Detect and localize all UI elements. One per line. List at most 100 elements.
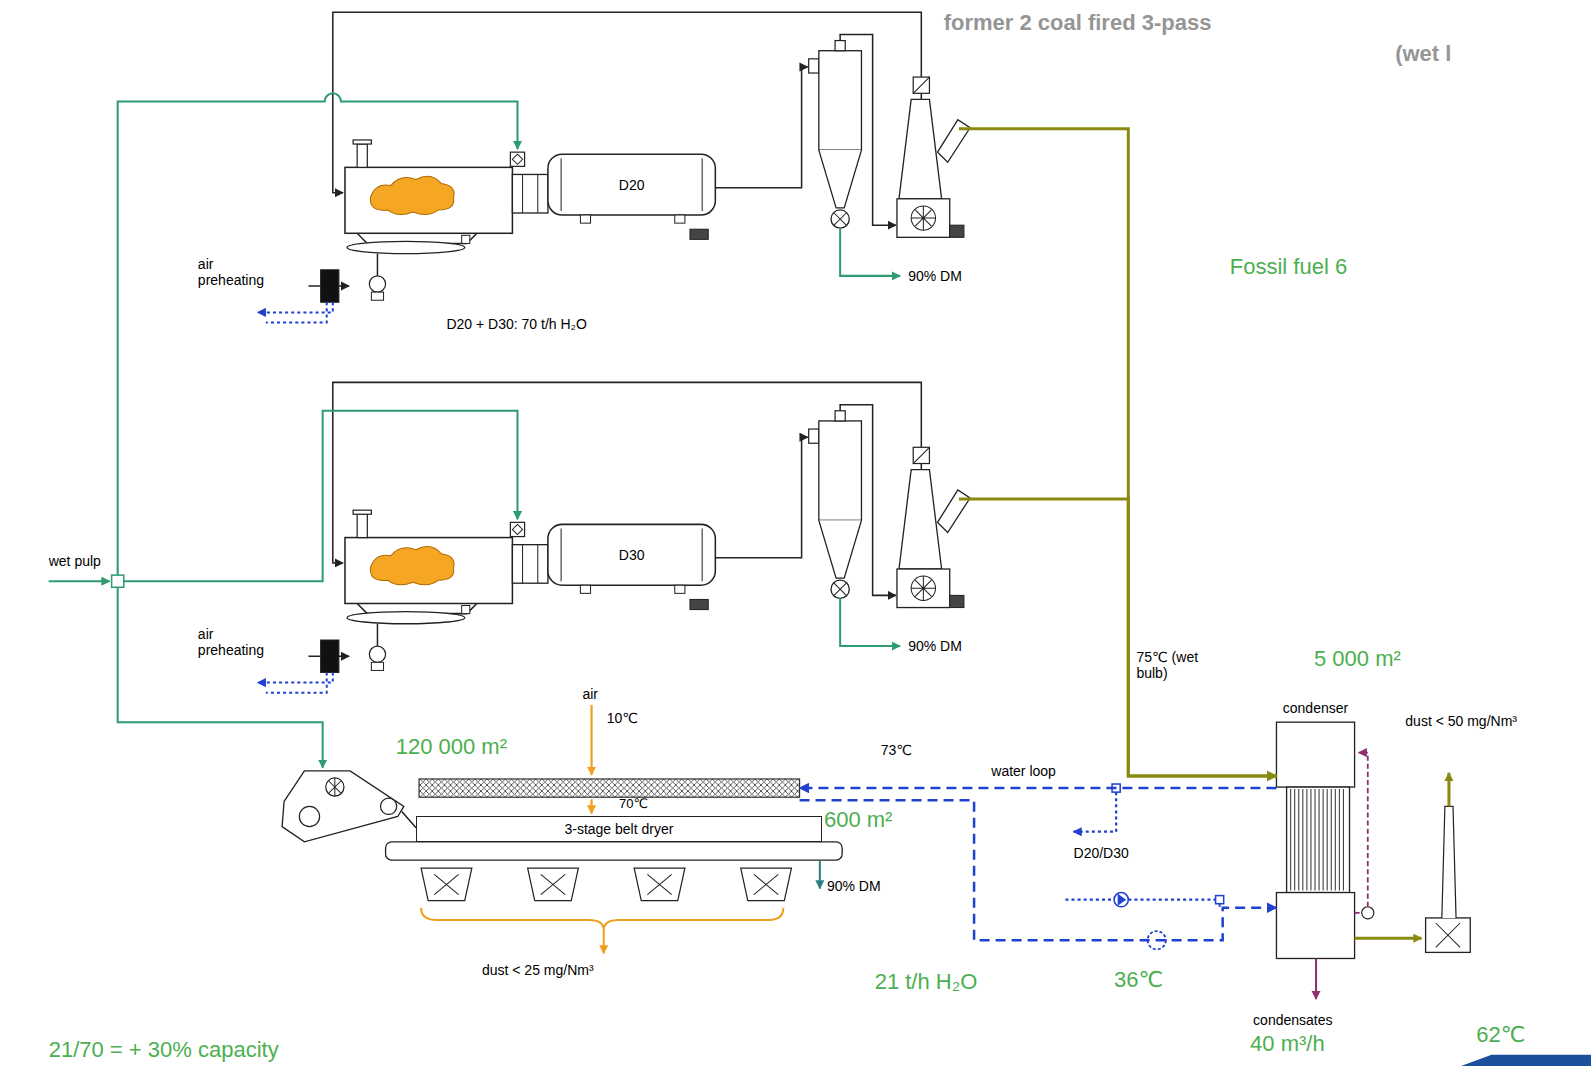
- annotation: 73℃: [881, 742, 912, 758]
- annotation: D20/D30: [1074, 845, 1129, 861]
- air-fan: [369, 276, 385, 292]
- furnace: [345, 167, 512, 233]
- hot-water-line: [800, 787, 1277, 790]
- cyclone-cone: [819, 150, 862, 208]
- heat-exchanger: 120 000 m²: [419, 779, 800, 797]
- node-title: 3-stage belt dryer: [417, 817, 821, 840]
- pump: [1114, 893, 1128, 907]
- rotary-dryer: D20: [304, 5, 958, 304]
- cyclone-inlet: [809, 59, 819, 73]
- drum-exhaust-duct: [715, 437, 807, 558]
- air-duct: [377, 624, 379, 646]
- connector-label: water loop: [989, 763, 1058, 779]
- rotary-dryer: D30: [304, 375, 958, 674]
- annotation: former 2 coal fired 3-pass: [944, 10, 1212, 35]
- drum-exhaust-duct: [715, 67, 807, 188]
- cold-water-return: [800, 800, 1277, 940]
- exhaust-stack: [899, 99, 942, 198]
- damper-blade: [913, 77, 929, 93]
- ash-box: [462, 606, 470, 614]
- annotation: dust < 25 mg/Nm³: [482, 962, 594, 978]
- recycle-line-out: [1355, 912, 1362, 914]
- transition-duct: [512, 545, 548, 584]
- air-in: [590, 705, 592, 775]
- damper: [913, 447, 929, 463]
- pulp-to-belt: [118, 587, 323, 768]
- preheat-water-in: [266, 302, 327, 322]
- recycle-pump: [1362, 907, 1374, 919]
- cyclone-outlet: [835, 411, 845, 421]
- ash-box: [462, 235, 470, 243]
- annotation: wet pulp: [49, 553, 101, 569]
- preheat-water-in: [266, 672, 327, 692]
- gas-to-fan: [1355, 937, 1422, 940]
- pulp-splitter: [112, 575, 124, 587]
- return-junction: [1216, 896, 1224, 904]
- design-value: 5 000 m²: [1314, 646, 1401, 671]
- design-value: 21 t/h H₂O: [875, 969, 978, 994]
- drum-support: [580, 585, 590, 593]
- condenser-head: [1276, 722, 1354, 787]
- transition-ring: [523, 174, 538, 213]
- annotation: 90% DM: [827, 878, 881, 894]
- design-value: 36℃: [1114, 967, 1163, 992]
- node-title: condenser: [1246, 698, 1385, 718]
- recycle-line: [1359, 753, 1368, 907]
- design-value: 21/70 = + 30% capacity: [49, 1037, 279, 1062]
- stack: [1442, 806, 1456, 918]
- drum-support: [580, 215, 590, 223]
- drum-support: [675, 215, 685, 223]
- feed-valve: [510, 152, 524, 166]
- preheat-water-out: [258, 672, 333, 682]
- air-duct: [377, 254, 379, 276]
- dryer-drum: [548, 524, 715, 585]
- belt-product-out: [819, 860, 821, 888]
- air-fan-base: [371, 292, 383, 300]
- annotation: air: [582, 686, 598, 702]
- exhaust-outlet: [938, 490, 970, 533]
- air-preheater: [321, 270, 339, 302]
- dryer-drum: [548, 154, 715, 215]
- conveyor-pulley: [381, 798, 397, 814]
- furnace: [345, 538, 512, 604]
- condenser-tubes: [1287, 787, 1350, 892]
- conveyor-to-dryer: [402, 811, 416, 827]
- belt-fan: [421, 868, 472, 900]
- air-fan-base: [371, 662, 383, 670]
- rotary-dryer-line: [258, 12, 970, 322]
- exhaust-stack: [899, 470, 942, 569]
- footer-band: [1461, 1055, 1591, 1066]
- belt-dryer: 3-stage belt dryer: [416, 816, 822, 841]
- feed-rotor-mark: [329, 778, 341, 796]
- annotation: 70℃: [619, 797, 648, 812]
- node-title: 120 000 m²: [396, 734, 507, 759]
- exhaust-outlet: [938, 120, 970, 163]
- node-title: D30: [548, 524, 715, 585]
- annotation: (wet l: [1395, 41, 1451, 66]
- feed-valve-mark: [512, 154, 522, 164]
- loop-to-dryers: [1074, 792, 1117, 832]
- design-value: Fossil fuel 6: [1230, 254, 1347, 279]
- fan-wheel: [911, 206, 935, 230]
- annotation: D20 + D30: 70 t/h H₂O: [446, 316, 586, 332]
- belt-fan-blades: [541, 874, 565, 894]
- drum-motor: [690, 229, 708, 239]
- annotation: 75℃ (wet bulb): [1136, 649, 1217, 681]
- preheat-water-out: [258, 302, 333, 312]
- dryers-return: [1065, 899, 1215, 901]
- annotation: 90% DM: [908, 638, 962, 654]
- chimney: [357, 514, 367, 537]
- condensate-out: [1315, 958, 1317, 999]
- flame: [370, 546, 454, 584]
- fan-motor: [950, 595, 964, 607]
- belt-fan: [741, 868, 792, 900]
- rotary-valve-mark: [834, 213, 846, 225]
- grate: [347, 612, 465, 624]
- exhaust-bracket: [421, 908, 783, 930]
- drum-motor: [690, 599, 708, 609]
- cyclone-inlet: [809, 429, 819, 443]
